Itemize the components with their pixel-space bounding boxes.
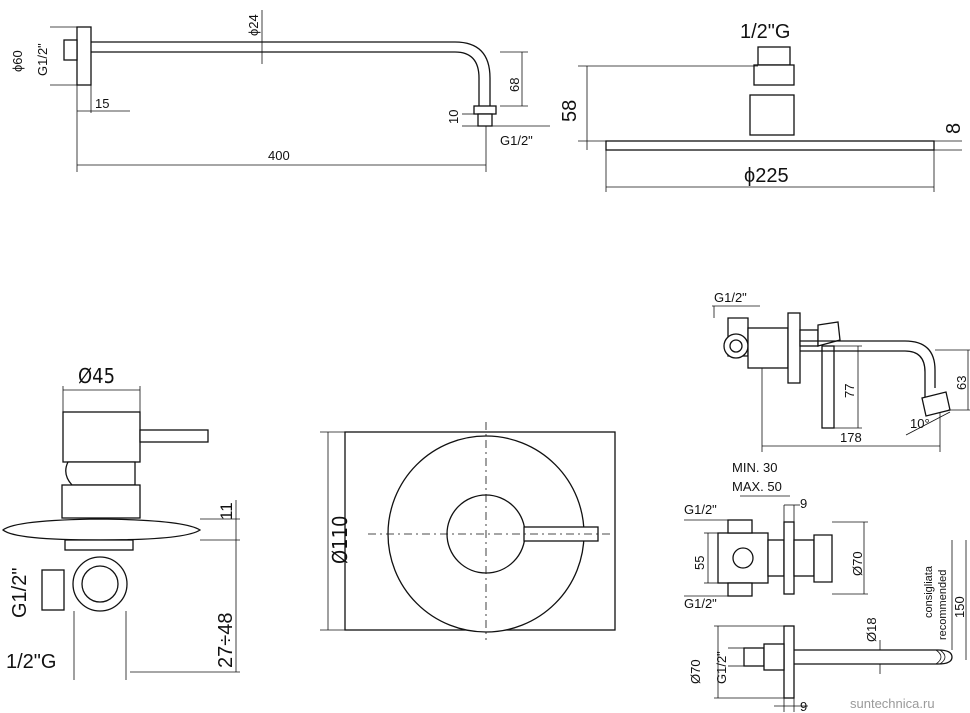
mixer-neck: [65, 461, 136, 486]
side-inlet: [41, 569, 65, 611]
spout-tube-top: [800, 340, 936, 388]
label-d70-body: Ø70: [850, 551, 865, 576]
spout-box: [747, 327, 789, 369]
label-d10: 10: [446, 110, 461, 124]
label-d178: 178: [840, 430, 862, 445]
label-d70-top: Ø70: [688, 659, 703, 684]
body-detail-view: MIN. 30 MAX. 50 9 G1/2" 55 Ø70 G1/2": [684, 460, 868, 611]
body-cap: [793, 539, 815, 577]
body-knob: [813, 534, 833, 583]
wall-flange: [76, 26, 92, 86]
head-body: [749, 94, 795, 136]
label-g12-spout: G1/2": [714, 290, 747, 305]
spout-top-tube: [794, 649, 953, 665]
label-d225: ϕ225: [744, 165, 789, 187]
lever-cap: [62, 411, 141, 463]
label-d77: 77: [842, 384, 857, 398]
arm-tube-top: [91, 41, 491, 108]
label-note-it: consigliata: [923, 565, 935, 618]
spout-block: [799, 329, 819, 347]
thread-stub: [63, 39, 78, 61]
valve-inner: [81, 565, 119, 603]
cartridge-top: [64, 539, 134, 551]
spout-plate: [787, 312, 801, 384]
mixer-side-view: Ø45 11 G1/2" 27÷48 1/2"G: [1, 364, 240, 680]
inlet-ring: [723, 333, 749, 359]
body-plate: [783, 521, 795, 595]
label-d400: 400: [268, 148, 290, 163]
watermark: suntechnica.ru: [850, 696, 935, 711]
arm-tube-bottom: [91, 51, 480, 108]
label-d63: 63: [954, 376, 969, 390]
shower-arm-view: ϕ60 G1/2" ϕ24 15 68 10 G1/2" 400: [10, 10, 550, 172]
label-g12-arm: G1/2": [35, 43, 50, 76]
wall-plate: [1, 518, 202, 541]
label-d110: Ø110: [328, 516, 352, 565]
label-angle: 10°: [910, 416, 930, 431]
label-d45: Ø45: [78, 364, 115, 388]
label-d150: 150: [952, 596, 967, 618]
label-d60: ϕ60: [10, 50, 25, 72]
arm-outlet: [477, 113, 493, 127]
body-port: [732, 547, 754, 569]
label-d9-bottom: 9: [800, 699, 807, 713]
head-thread: [757, 46, 791, 66]
body-inlet-top: [727, 519, 753, 534]
body-inlet-bottom: [727, 582, 753, 597]
spout-tip: [921, 391, 951, 417]
label-g12-bottom: G1/2": [684, 596, 717, 611]
label-g12-top-view: G1/2": [714, 651, 729, 684]
head-plate: [605, 140, 935, 151]
label-d9-top: 9: [800, 496, 807, 511]
spout-top-plate: [783, 625, 795, 699]
spout-top-inlet: [743, 647, 765, 667]
spout-lever: [817, 321, 841, 347]
label-g12-side: G1/2": [9, 568, 31, 618]
label-d24: ϕ24: [246, 14, 261, 36]
spout-side-view: G1/2" 77 63 178 10°: [712, 290, 970, 452]
arm-outlet-nut: [473, 105, 497, 115]
label-range: 27÷48: [215, 613, 237, 668]
label-d68: 68: [507, 78, 522, 92]
body-cartridge: [767, 539, 785, 577]
label-max: MAX. 50: [732, 479, 782, 494]
valve-body: [72, 556, 128, 612]
shower-head-view: 1/2"G 58 8 ϕ225: [559, 21, 965, 192]
label-d11: 11: [217, 502, 236, 520]
label-note-en: recommended: [937, 570, 949, 640]
spout-top-box: [763, 643, 785, 671]
label-min: MIN. 30: [732, 460, 778, 475]
label-g12-top: G1/2": [684, 502, 717, 517]
mixer-front-view: Ø110: [320, 422, 616, 640]
label-thread-side: 1/2"G: [6, 651, 56, 673]
label-d18: Ø18: [864, 617, 879, 642]
label-d55: 55: [692, 556, 707, 570]
spout-stem: [821, 345, 835, 429]
label-d15: 15: [95, 96, 109, 111]
lever-handle: [139, 429, 209, 443]
spout-tube-bottom: [800, 350, 926, 400]
label-head-thread: 1/2"G: [740, 21, 790, 43]
mixer-body: [61, 484, 141, 519]
label-h58: 58: [559, 100, 581, 122]
label-g12-outlet: G1/2": [500, 133, 533, 148]
spout-top-view: Ø70 G1/2" Ø18 150 consigliata recommende…: [688, 540, 967, 713]
head-nut: [753, 64, 795, 86]
label-h8: 8: [943, 123, 965, 134]
